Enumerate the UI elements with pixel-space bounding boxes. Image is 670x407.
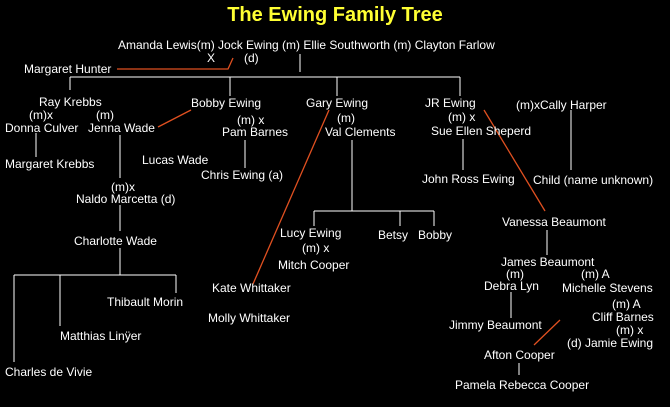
person-jenna-wade: Jenna Wade <box>88 121 155 135</box>
person-john-ross-ewing: John Ross Ewing <box>422 172 515 186</box>
person-naldo-marcetta: Naldo Marcetta (d) <box>76 192 176 206</box>
marriage-mark: (m)x <box>111 180 135 194</box>
divorce-mark: X <box>207 51 216 65</box>
person-molly-whittaker: Molly Whittaker <box>208 311 291 325</box>
person-michelle-stevens: Michelle Stevens <box>562 281 653 295</box>
person-jr-ewing: JR Ewing <box>425 96 476 110</box>
marriage-mark: (m) x <box>448 110 476 124</box>
person-charlotte-wade: Charlotte Wade <box>74 234 157 248</box>
person-matthias-linyer: Matthias Linÿer <box>60 329 142 343</box>
person-cliff-barnes: Cliff Barnes <box>592 310 654 324</box>
person-cally-harper: (m)xCally Harper <box>516 98 607 112</box>
affair-line <box>533 319 561 346</box>
person-lucas-wade: Lucas Wade <box>142 153 209 167</box>
person-charles-de-vivie: Charles de Vivie <box>5 365 93 379</box>
person-james-beaumont: James Beaumont <box>501 255 595 269</box>
person-margaret-hunter: Margaret Hunter <box>24 62 112 76</box>
affair-line <box>157 109 192 128</box>
person-jamie-ewing: (d) Jamie Ewing <box>567 336 654 350</box>
person-ray-krebbs: Ray Krebbs <box>39 95 102 109</box>
affair-line <box>117 57 234 70</box>
person-thibault-morin: Thibault Morin <box>107 295 184 309</box>
top-row-names: Amanda Lewis(m) Jock Ewing (m) Ellie Sou… <box>118 38 495 52</box>
person-chris-ewing: Chris Ewing (a) <box>201 168 284 182</box>
person-bobby-child: Bobby <box>418 228 453 242</box>
deceased-mark: (d) <box>244 51 259 65</box>
person-val-clements: Val Clements <box>325 125 396 139</box>
page-title: The Ewing Family Tree <box>227 4 443 26</box>
marriage-mark: (m)x <box>29 108 53 122</box>
person-sue-ellen-sheperd: Sue Ellen Sheperd <box>431 124 532 138</box>
person-afton-cooper: Afton Cooper <box>484 348 555 362</box>
person-jimmy-beaumont: Jimmy Beaumont <box>449 318 542 332</box>
marriage-mark: (m) A <box>581 267 610 281</box>
person-margaret-krebbs: Margaret Krebbs <box>5 157 95 171</box>
marriage-mark: (m) <box>506 267 524 281</box>
person-lucy-ewing: Lucy Ewing <box>280 226 342 240</box>
person-donna-culver: Donna Culver <box>5 121 79 135</box>
person-bobby-ewing: Bobby Ewing <box>191 96 262 110</box>
affair-line <box>252 109 330 285</box>
marriage-mark: (m) <box>96 108 114 122</box>
affair-line <box>483 109 546 212</box>
marriage-mark: (m) <box>337 111 355 125</box>
person-kate-whittaker: Kate Whittaker <box>212 281 291 295</box>
person-betsy: Betsy <box>378 228 409 242</box>
marriage-mark: (m) x <box>237 113 265 127</box>
person-gary-ewing: Gary Ewing <box>306 96 369 110</box>
person-debra-lyn: Debra Lyn <box>484 279 539 293</box>
person-child-unknown: Child (name unknown) <box>533 173 654 187</box>
marriage-mark: (m) x <box>616 323 644 337</box>
person-mitch-cooper: Mitch Cooper <box>278 258 350 272</box>
marriage-mark: (m) x <box>302 241 330 255</box>
marriage-mark: (m) A <box>612 297 641 311</box>
person-pamela-rebecca-cooper: Pamela Rebecca Cooper <box>455 378 590 392</box>
person-vanessa-beaumont: Vanessa Beaumont <box>502 215 606 229</box>
person-pam-barnes: Pam Barnes <box>222 125 289 139</box>
